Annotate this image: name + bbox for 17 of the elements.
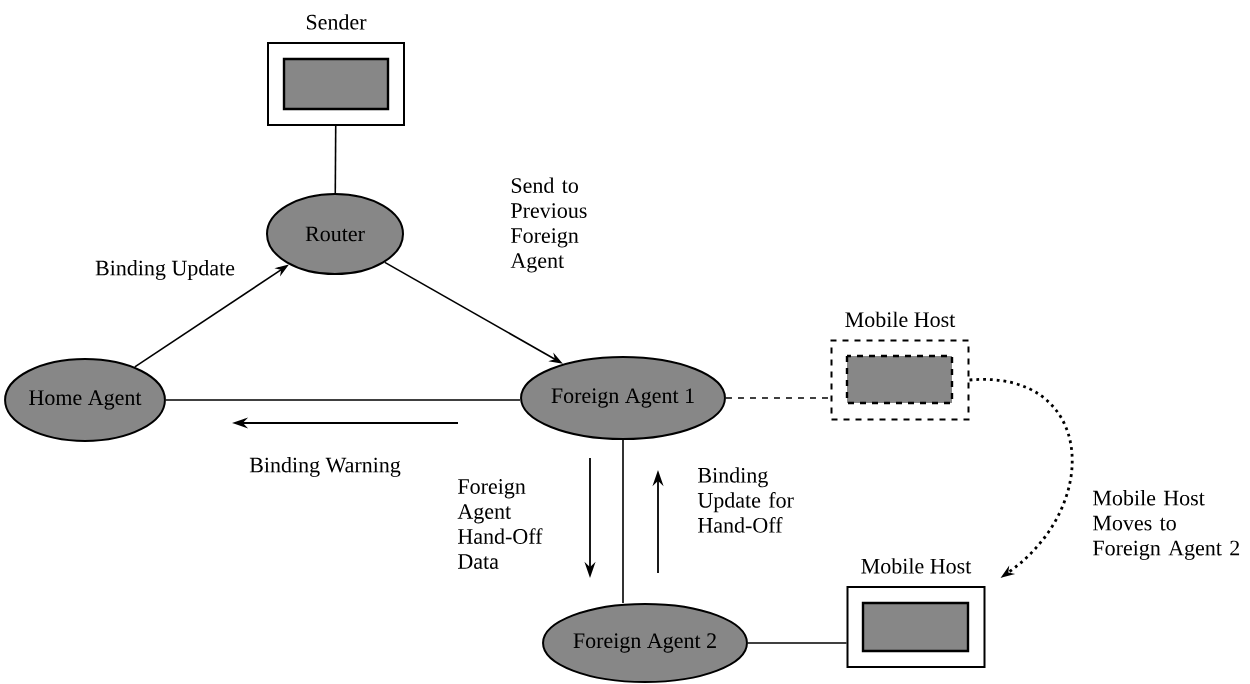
edge-label: Binding Update	[95, 260, 235, 280]
connector-line	[165, 399, 521, 401]
node-label: Sender	[306, 14, 367, 30]
host-box: Mobile Host	[830, 311, 970, 421]
edge-label: Send to Previous Foreign Agent	[510, 177, 587, 273]
host-box: Mobile Host	[846, 558, 986, 668]
arrow	[969, 378, 1074, 578]
edge-label: Mobile Host Moves to Foreign Agent 2	[1093, 490, 1240, 560]
connector-line	[622, 439, 624, 604]
node-label: Mobile Host	[861, 558, 972, 574]
arrow-label: Binding Update for Hand-Off	[697, 467, 794, 533]
host-box: Sender	[267, 14, 405, 126]
connector-line	[334, 125, 337, 194]
arrow-label: Binding Warning	[249, 457, 401, 477]
node-label: Mobile Host	[845, 311, 956, 328]
arrow-label: Foreign Agent Hand-Off Data	[457, 479, 543, 569]
connector-line	[747, 642, 848, 644]
